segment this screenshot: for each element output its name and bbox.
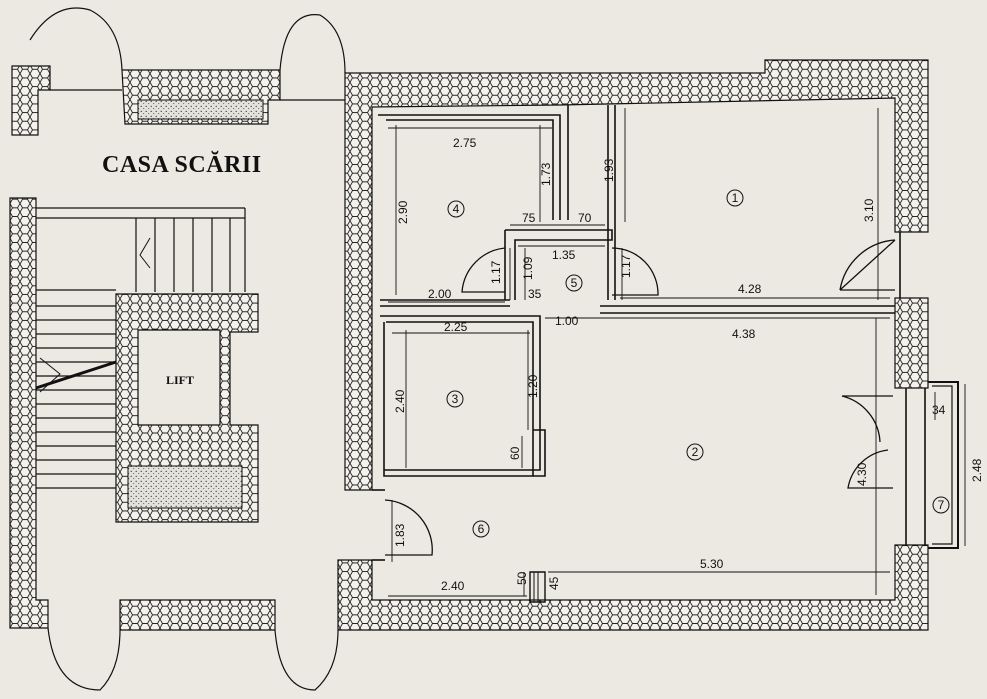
wall-stair-left xyxy=(9,197,49,629)
concrete-fill-top xyxy=(137,99,264,120)
door-balcony xyxy=(841,395,893,489)
dim-4-38: 4.38 xyxy=(732,327,756,341)
room-number-2: 2 xyxy=(692,445,699,459)
dim-1-83: 1.83 xyxy=(393,523,407,547)
dim-45: 45 xyxy=(547,576,561,590)
door-room-6 xyxy=(384,499,433,556)
wall-right-lower xyxy=(337,544,929,631)
dim-2-48: 2.48 xyxy=(970,458,984,482)
room-number-5: 5 xyxy=(571,276,578,290)
room-number-6: 6 xyxy=(478,522,485,536)
dim-2-00: 2.00 xyxy=(428,287,452,301)
dimension-lines xyxy=(388,108,966,597)
dim-1-17-right: 1.17 xyxy=(619,254,633,278)
wall-lift xyxy=(115,293,259,523)
walls xyxy=(9,59,929,631)
lift-label: LIFT xyxy=(166,373,194,387)
dim-4-30: 4.30 xyxy=(855,462,869,486)
room-number-7: 7 xyxy=(938,498,945,512)
room-number-4: 4 xyxy=(453,202,460,216)
dim-34: 34 xyxy=(932,403,946,417)
dim-4-28: 4.28 xyxy=(738,282,762,296)
staircase xyxy=(29,7,346,691)
wall-top xyxy=(344,59,929,491)
room-number-3: 3 xyxy=(452,392,459,406)
dim-3-10: 3.10 xyxy=(862,198,876,222)
dim-75: 75 xyxy=(522,211,536,225)
dim-70: 70 xyxy=(578,211,592,225)
room-number-1: 1 xyxy=(732,191,739,205)
dim-1-93: 1.93 xyxy=(602,158,616,182)
room-markers xyxy=(446,189,950,538)
dim-1-35: 1.35 xyxy=(552,248,576,262)
wall-right xyxy=(894,297,929,389)
dim-1-09: 1.09 xyxy=(521,256,535,280)
dim-2-90: 2.90 xyxy=(396,200,410,224)
dim-2-40-room6: 2.40 xyxy=(441,579,465,593)
dim-2-25: 2.25 xyxy=(444,320,468,334)
dim-1-73: 1.73 xyxy=(539,162,553,186)
dim-35: 35 xyxy=(528,287,542,301)
dim-1-20: 1.20 xyxy=(526,374,540,398)
door-room-1 xyxy=(839,239,896,291)
concrete-fill-lift xyxy=(127,465,243,509)
partitions xyxy=(372,105,959,603)
dim-1-00: 1.00 xyxy=(555,314,579,328)
doors xyxy=(384,239,896,556)
dim-2-75: 2.75 xyxy=(453,136,477,150)
dim-60: 60 xyxy=(508,446,522,460)
wall-stair-top-left xyxy=(11,65,51,136)
door-room-5 xyxy=(611,247,659,296)
dim-1-17-left: 1.17 xyxy=(489,260,503,284)
dim-5-30: 5.30 xyxy=(700,557,724,571)
page-title: CASA SCĂRII xyxy=(102,151,262,178)
door-room-4 xyxy=(461,247,506,293)
dim-2-40-room3: 2.40 xyxy=(393,389,407,413)
wall-stair-bottom xyxy=(119,599,276,631)
dim-50: 50 xyxy=(515,571,529,585)
